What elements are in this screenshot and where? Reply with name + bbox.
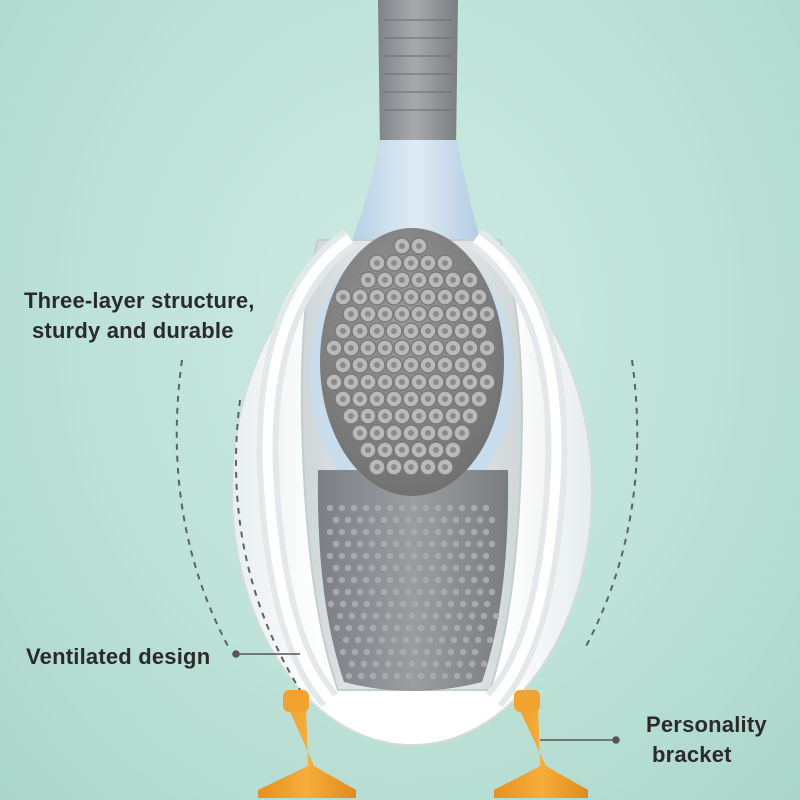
bristle-head (320, 228, 504, 496)
brush-neck (352, 140, 480, 240)
callout-bracket-line2: bracket (652, 742, 732, 767)
duck-feet (258, 690, 588, 798)
callout-personality-bracket: Personality bracket (646, 710, 796, 770)
handle (378, 0, 458, 160)
callout-three-layer-structure: Three-layer structure, sturdy and durabl… (24, 286, 284, 346)
callout-ventilated-design: Ventilated design (26, 644, 211, 669)
silicone-pad (317, 470, 509, 691)
guide-arcs (175, 359, 639, 691)
callout-bracket-line1: Personality (646, 712, 767, 737)
callout-structure-line1: Three-layer structure, (24, 288, 255, 313)
callout-structure-line2: sturdy and durable (32, 318, 234, 343)
callout-leaders (232, 650, 620, 744)
